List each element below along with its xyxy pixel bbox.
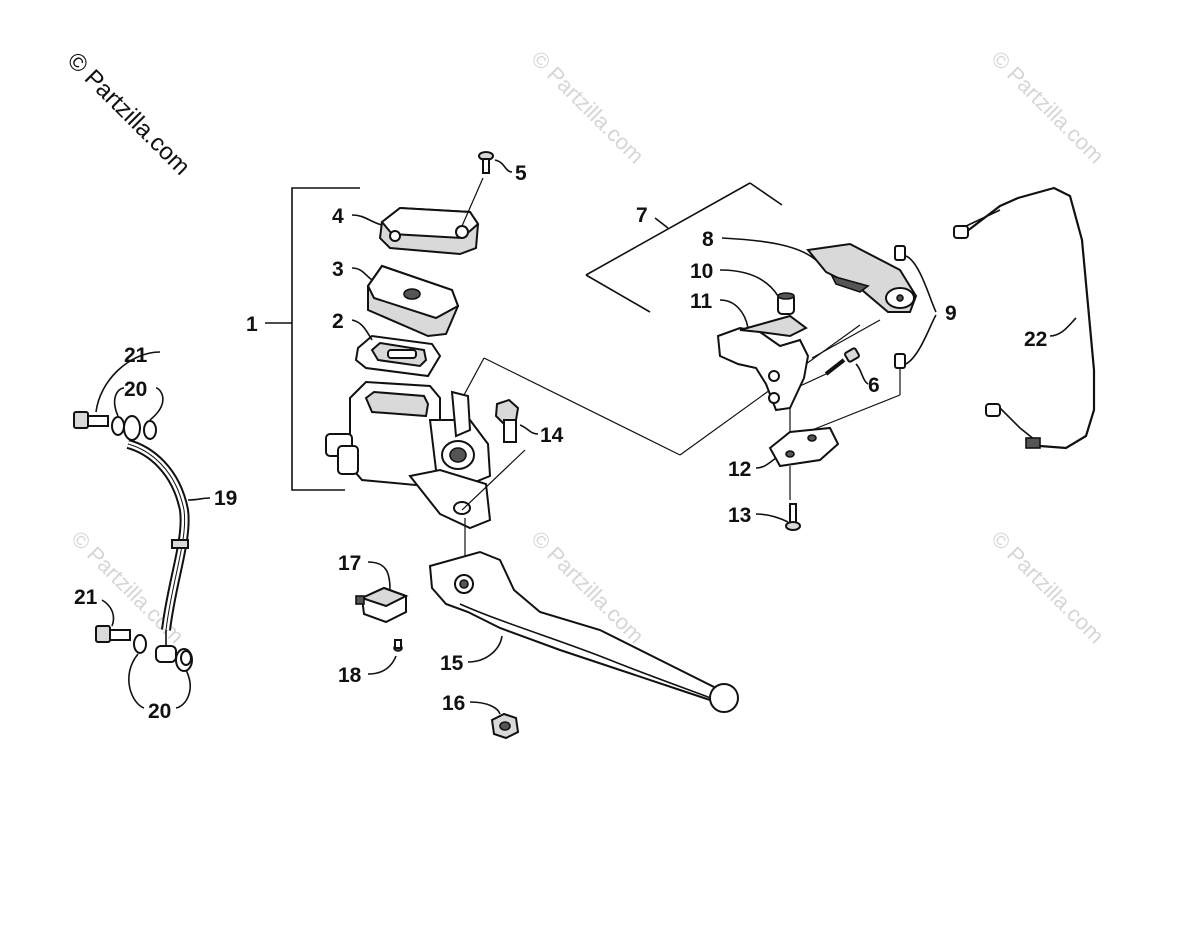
part-16-nut: 16 [442,692,520,740]
part-18-screw: 18 [338,639,403,687]
faint-watermark: © Partzilla.com [526,46,649,169]
lower-fittings: 21 20 [74,586,193,723]
callout-11: 11 [690,290,713,313]
part-19-hose: 19 [126,439,237,652]
part-14-bolt: 14 [494,398,564,447]
callout-7: 7 [636,204,648,227]
part-5-screw: 5 [478,151,527,185]
assembly-bracket-7: 7 [585,182,783,313]
part-11-bracket: 11 [690,290,881,432]
callout-13: 13 [728,504,751,527]
upper-fittings: 21 20 [73,344,164,441]
part-8-lever: 8 [702,228,918,313]
callout-9: 9 [945,302,957,325]
callout-21-lower: 21 [74,586,98,609]
part-17-switch: 17 [338,552,409,624]
callout-10: 10 [690,260,713,283]
assembly-bracket-1: 1 [246,187,360,491]
part-22-cable: 22 [953,186,1096,450]
callout-4: 4 [332,205,344,228]
faint-watermarks: © Partzilla.com © Partzilla.com © Partzi… [66,46,1109,649]
callout-1: 1 [246,313,258,336]
faint-watermark: © Partzilla.com [986,46,1109,169]
part-15-lever: 15 [428,550,739,713]
callout-18: 18 [338,664,362,687]
callout-12: 12 [728,458,751,481]
callout-21-upper: 21 [124,344,148,367]
part-6-bolt: 6 [799,347,880,397]
callout-8: 8 [702,228,714,251]
callout-15: 15 [440,652,464,675]
callout-6: 6 [868,374,880,397]
faint-watermark: © Partzilla.com [986,526,1109,649]
part-12-plate: 12 [728,394,901,500]
part-3-plate: 3 [332,258,460,338]
part-4-cover: 4 [332,177,484,256]
callout-20-upper: 20 [124,378,147,401]
callout-16: 16 [442,692,465,715]
callout-22: 22 [1024,328,1047,351]
part-9-pins: 9 [894,245,957,395]
callout-2: 2 [332,310,344,333]
part-13-screw: 13 [728,503,801,531]
callout-5: 5 [515,162,527,185]
callout-3: 3 [332,258,344,281]
partzilla-watermark: © Partzilla.com [62,47,195,180]
callout-19: 19 [214,487,237,510]
callout-17: 17 [338,552,361,575]
callout-14: 14 [540,424,564,447]
callout-20-lower: 20 [148,700,171,723]
part-2-gasket: 2 [332,310,442,378]
master-cylinder-body [325,324,861,565]
part-10-bushing: 10 [690,260,795,315]
